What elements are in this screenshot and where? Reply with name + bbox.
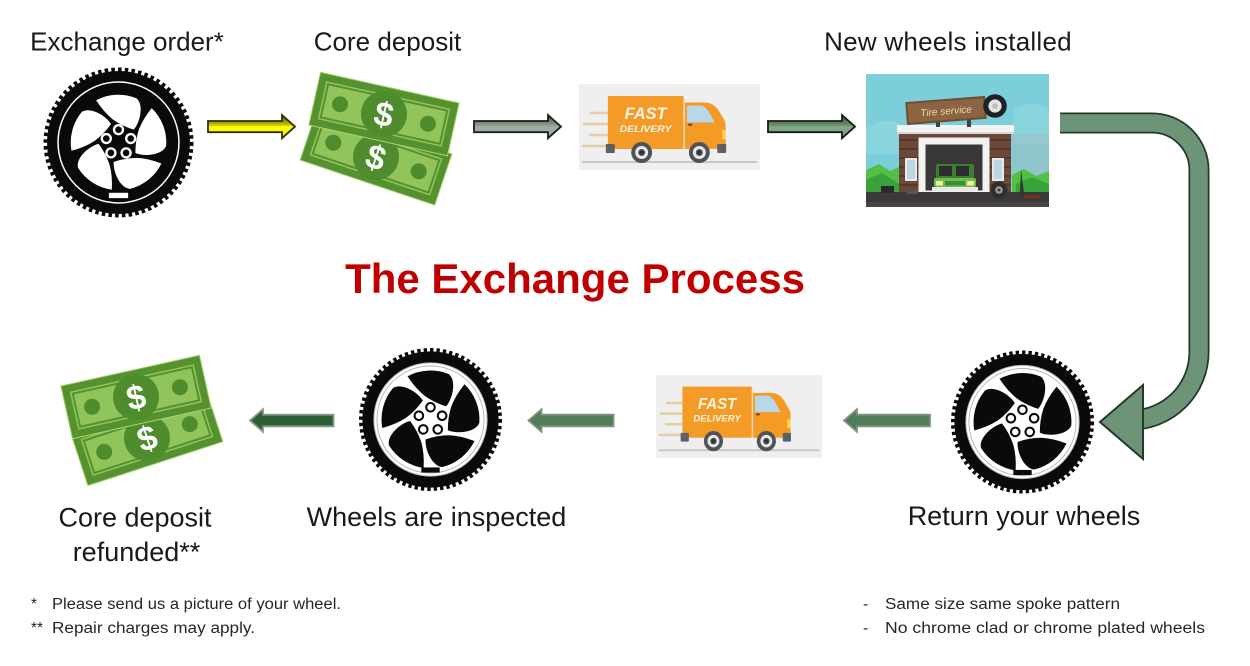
svg-text:The Exchange Process: The Exchange Process <box>345 255 805 302</box>
svg-text:Core deposit: Core deposit <box>314 27 462 57</box>
svg-text:Return your wheels: Return your wheels <box>908 501 1141 531</box>
svg-text:refunded**: refunded** <box>73 537 201 567</box>
svg-text:-: - <box>863 620 868 637</box>
svg-text:Core deposit: Core deposit <box>58 503 212 533</box>
svg-text:Same size same spoke pattern: Same size same spoke pattern <box>885 596 1120 613</box>
svg-text:**: ** <box>31 620 43 637</box>
svg-text:Wheels are inspected: Wheels are inspected <box>307 502 567 532</box>
svg-text:No chrome clad or chrome plate: No chrome clad or chrome plated wheels <box>885 620 1205 637</box>
svg-text:Repair charges may apply.: Repair charges may apply. <box>52 620 255 637</box>
svg-text:Please send us a picture of yo: Please send us a picture of your wheel. <box>52 596 341 613</box>
svg-text:*: * <box>31 596 37 613</box>
svg-text:Exchange order*: Exchange order* <box>30 27 224 57</box>
svg-text:New wheels installed: New wheels installed <box>824 27 1072 57</box>
svg-text:-: - <box>863 596 868 613</box>
